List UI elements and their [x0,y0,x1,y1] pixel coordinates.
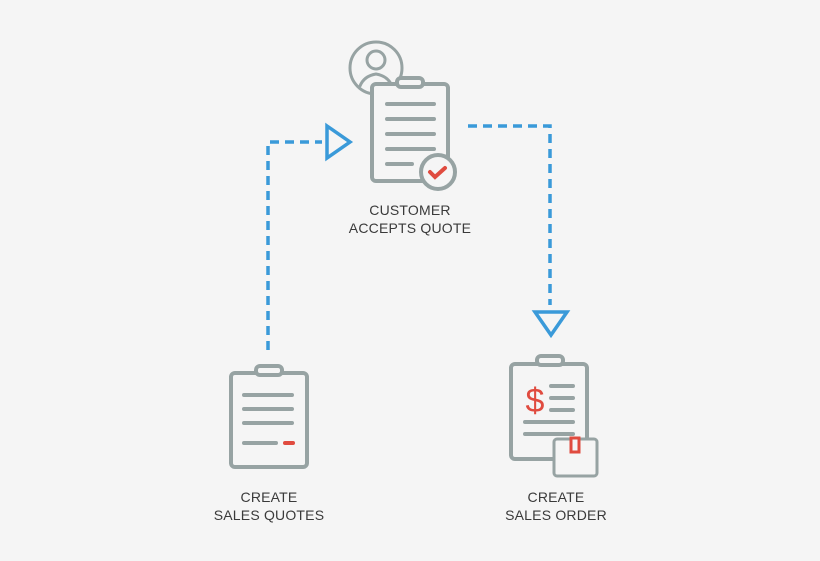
label-line: ACCEPTS QUOTE [348,220,472,236]
arrowhead-right-icon [325,122,354,162]
clipboard-check-user-icon [348,40,457,191]
clipboard-quote-icon [229,364,309,469]
label-line: SALES ORDER [505,507,607,523]
label-line: CUSTOMER [369,202,451,218]
node-label-create-sales-quotes: CREATE SALES QUOTES [169,488,369,524]
arrow-accept-to-order [468,124,571,339]
arrow-quotes-to-accept [266,122,354,350]
clipboard-dollar-box-icon: $ [509,354,599,478]
label-line: CREATE [240,489,298,505]
node-label-customer-accepts-quote: CUSTOMER ACCEPTS QUOTE [310,201,510,237]
arrowhead-down-icon [531,310,571,339]
node-label-create-sales-order: CREATE SALES ORDER [456,488,656,524]
label-line: SALES QUOTES [213,507,325,523]
svg-text:$: $ [526,382,545,420]
label-line: CREATE [527,489,585,505]
